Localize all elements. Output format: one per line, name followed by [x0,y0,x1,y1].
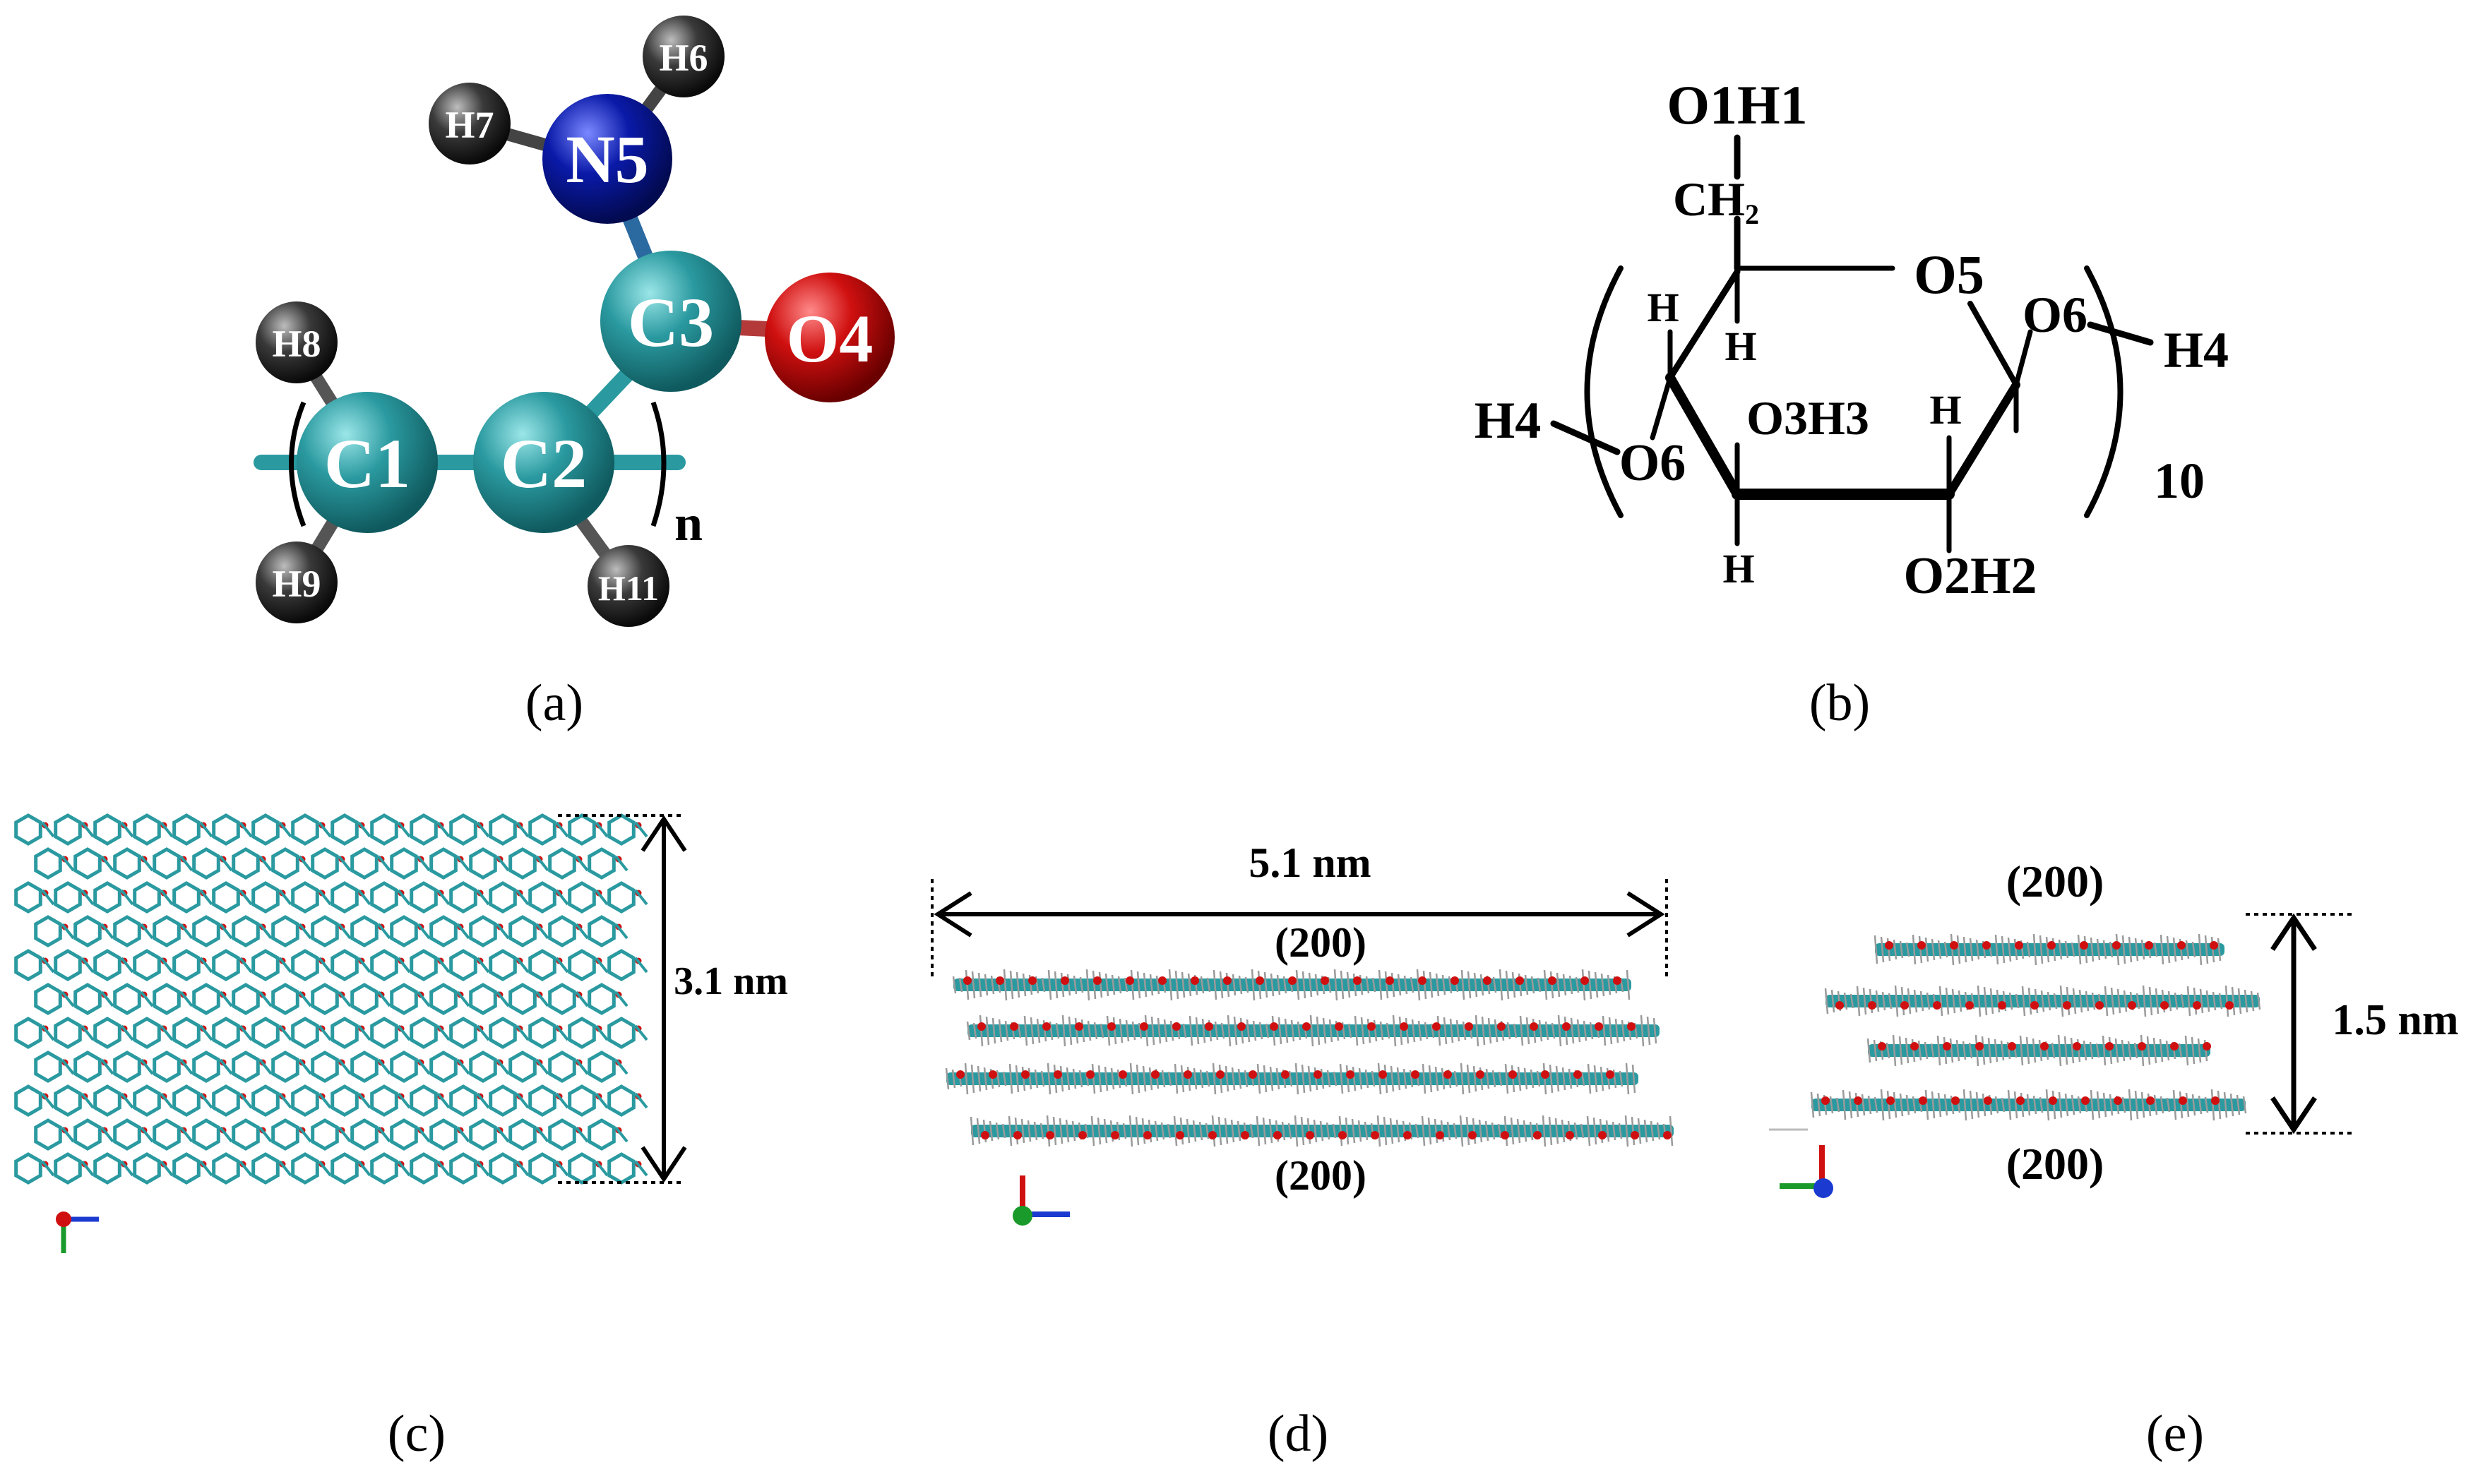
label-h-right: H [1929,387,1961,433]
dim-c-label: 3.1 nm [674,959,788,1003]
svg-text:H9: H9 [272,563,321,605]
bond-h4-o6-left [1550,420,1621,455]
panel-d-crystal: 5.1 nm (200) (200) [931,839,1674,1226]
atom-c2: C2 [473,392,614,533]
bond-o6-left [1650,375,1673,441]
panel-label-a: (a) [525,674,583,732]
axes-icon-d [1013,1175,1070,1226]
label-repeat-10: 10 [2154,453,2205,509]
atom-h9: H9 [256,541,338,623]
panel-b-structure: O1H1 CH2 O5 O6 H4 H H H4 O6 O3H3 H H O2H… [1475,74,2229,605]
panel-c-crystal: 3.1 nm [14,813,788,1253]
panel-e-crystal: (200) 1.5 nm (200) [1769,856,2459,1198]
atom-c3: C3 [600,251,741,392]
label-o6-right: O6 [2023,287,2087,343]
crystal-c-lattice [14,813,648,1185]
svg-text:C2: C2 [501,424,587,503]
atom-h11: H11 [588,545,669,627]
panel-label-e: (e) [2146,1405,2204,1463]
dim-e-arrowhead-bottom [2270,1096,2317,1135]
bond-upper-left [1667,268,1741,381]
bond-o6-h4-right [2087,321,2154,346]
svg-text:N5: N5 [566,121,648,197]
dim-c-arrowhead-bottom [641,1146,687,1183]
panel-label-c: (c) [388,1405,446,1463]
panel-label-b: (b) [1809,674,1870,732]
svg-text:O4: O4 [787,301,874,376]
label-o3h3: O3H3 [1746,391,1869,445]
dim-e-arrowhead-top [2270,913,2317,951]
atom-h7: H7 [429,83,511,164]
dim-d-label: 5.1 nm [1249,839,1371,886]
bracket-left [289,401,306,527]
dim-c-arrowhead-top [641,815,687,852]
svg-text:C1: C1 [324,424,410,503]
bond-o5-right [1967,301,2019,388]
label-h4-left: H4 [1475,392,1542,450]
repeat-subscript-n: n [674,495,703,551]
atom-o4: O4 [765,273,895,402]
dim-d-arrowhead-left [934,891,972,938]
svg-text:H6: H6 [659,37,708,79]
label-h-bottom: H [1722,546,1754,592]
atom-c1: C1 [297,392,438,533]
bond-c-o6-right [2013,329,2033,388]
label-h-inner: H [1725,323,1756,369]
dim-e-label: 1.5 nm [2332,996,2458,1044]
plane-e-bottom: (200) [2006,1139,2104,1189]
crystal-e-layers [1810,933,2261,1121]
label-ch2: CH2 [1673,172,1759,230]
bracket-left-b [1584,265,1624,518]
label-h4-right: H4 [2164,322,2229,378]
panel-a-molecule: n H6 H7 N5 O4 C3 H8 H9 [254,16,895,627]
label-h-left-top: H [1647,285,1679,330]
svg-text:H7: H7 [445,104,494,146]
bond-left [1665,373,1742,499]
svg-text:H11: H11 [598,568,659,608]
label-o6-left: O6 [1619,434,1686,492]
label-o5: O5 [1914,244,1984,305]
bracket-right-b [2084,265,2123,518]
svg-text:C3: C3 [628,283,714,361]
panel-label-d: (d) [1268,1405,1328,1463]
atom-h6: H6 [643,16,725,97]
bond-right [1945,381,2020,498]
svg-text:H8: H8 [272,323,321,365]
atom-n5: N5 [542,94,672,224]
plane-d-bottom: (200) [1275,1152,1366,1199]
axes-icon-c [56,1211,99,1253]
plane-d-top: (200) [1275,919,1366,966]
label-o1h1: O1H1 [1667,74,1807,136]
crystal-d-layers [945,969,1674,1147]
plane-e-top: (200) [2006,856,2104,906]
axes-icon-e [1780,1145,1833,1198]
bracket-right [650,401,667,527]
label-o2h2: O2H2 [1903,547,2037,605]
atom-h8: H8 [256,301,338,383]
dim-d-arrowhead-right [1626,891,1665,938]
